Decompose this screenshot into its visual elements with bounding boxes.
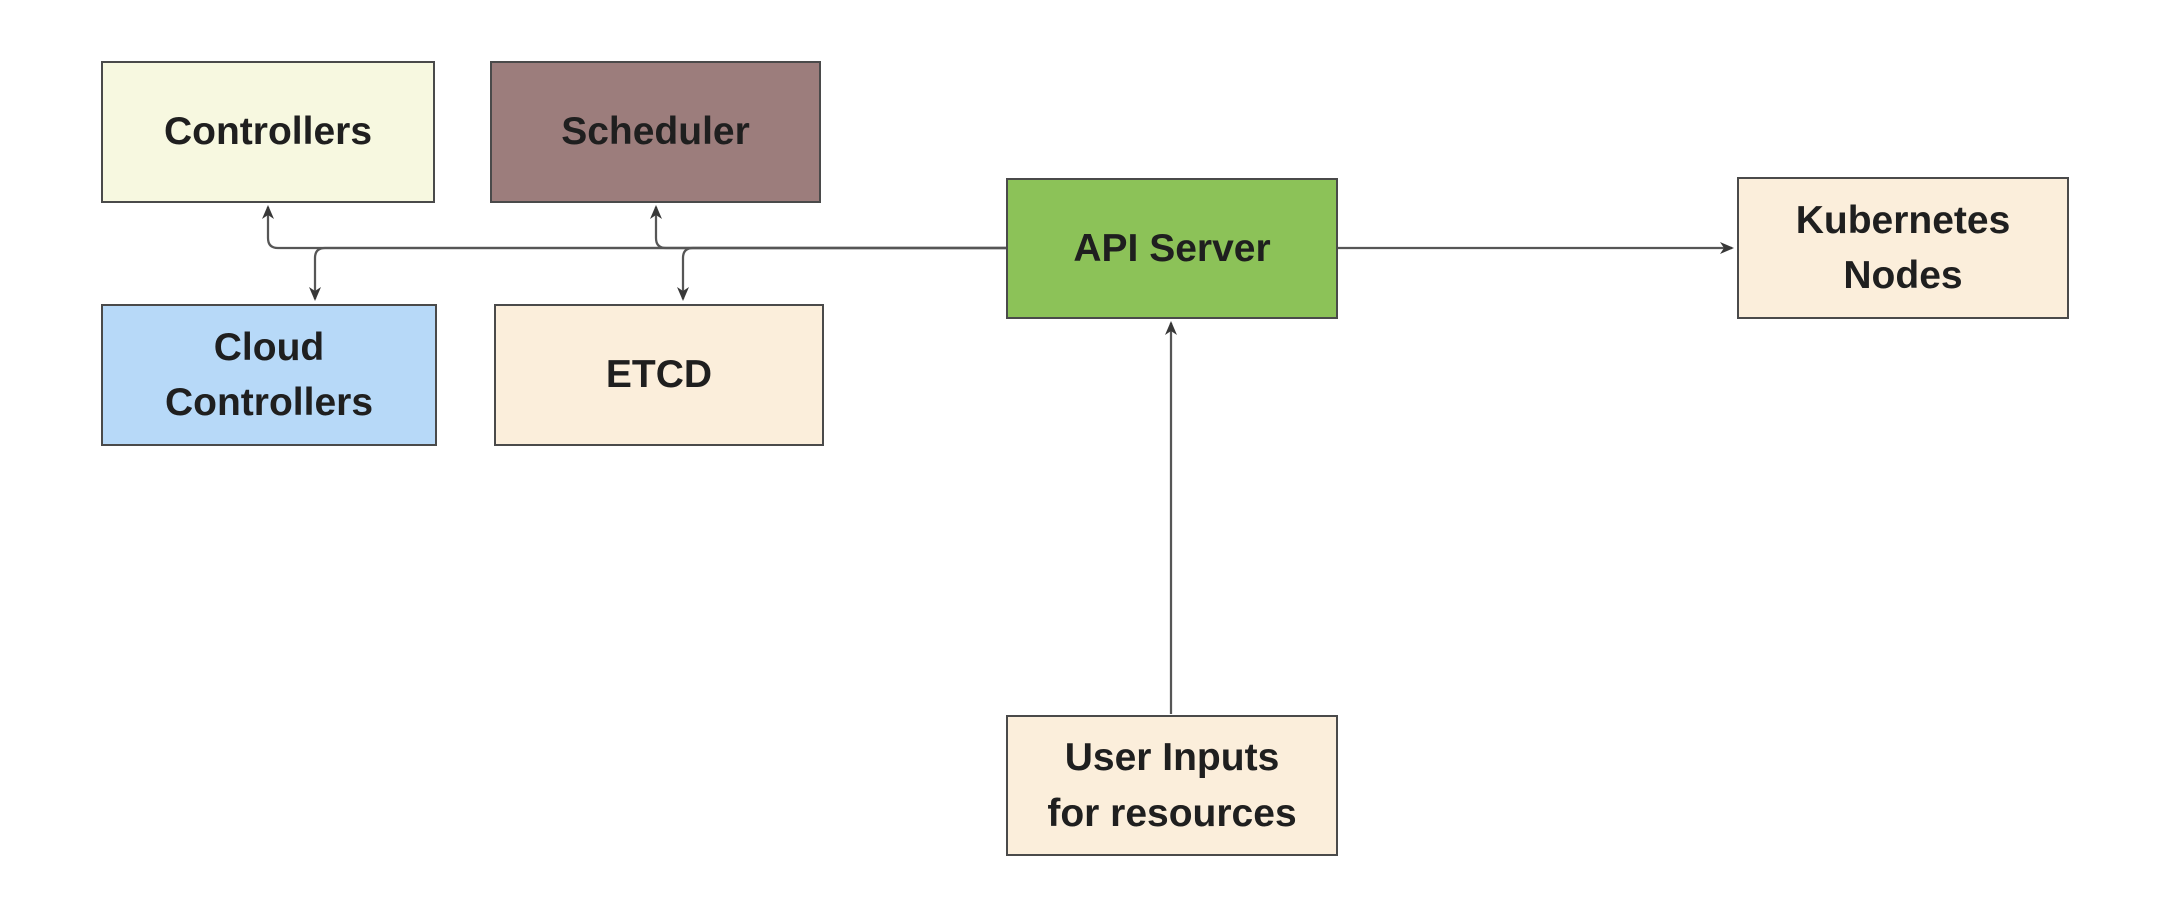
node-api-server-label: API Server <box>1073 226 1271 270</box>
node-etcd: ETCD <box>494 304 824 446</box>
node-scheduler-label: Scheduler <box>561 110 750 154</box>
node-cloud-controllers: Cloud Controllers <box>101 304 437 446</box>
node-kubernetes-nodes-label-line1: Kubernetes <box>1795 198 2011 242</box>
node-controllers: Controllers <box>101 61 435 203</box>
node-controllers-label: Controllers <box>163 110 373 154</box>
node-cloud-controllers-label-line2: Controllers <box>164 381 374 424</box>
node-user-inputs: User Inputs for resources <box>1006 715 1338 856</box>
edge-api-server-to-etcd <box>677 246 1006 301</box>
node-kubernetes-nodes-label-line2: Nodes <box>1843 254 1963 297</box>
node-cloud-controllers-label-line1: Cloud <box>213 325 325 369</box>
edge-api-server-to-cloud-controllers <box>309 246 1006 301</box>
node-etcd-label: ETCD <box>605 353 713 397</box>
node-scheduler: Scheduler <box>490 61 821 203</box>
node-user-inputs-label-line1: User Inputs <box>1064 736 1280 780</box>
node-api-server: API Server <box>1006 178 1338 319</box>
edge-api-server-to-controllers <box>262 205 1006 250</box>
node-kubernetes-nodes: Kubernetes Nodes <box>1737 177 2069 319</box>
edge-api-server-to-scheduler <box>650 205 1006 250</box>
node-user-inputs-label-line2: for resources <box>1047 791 1297 835</box>
